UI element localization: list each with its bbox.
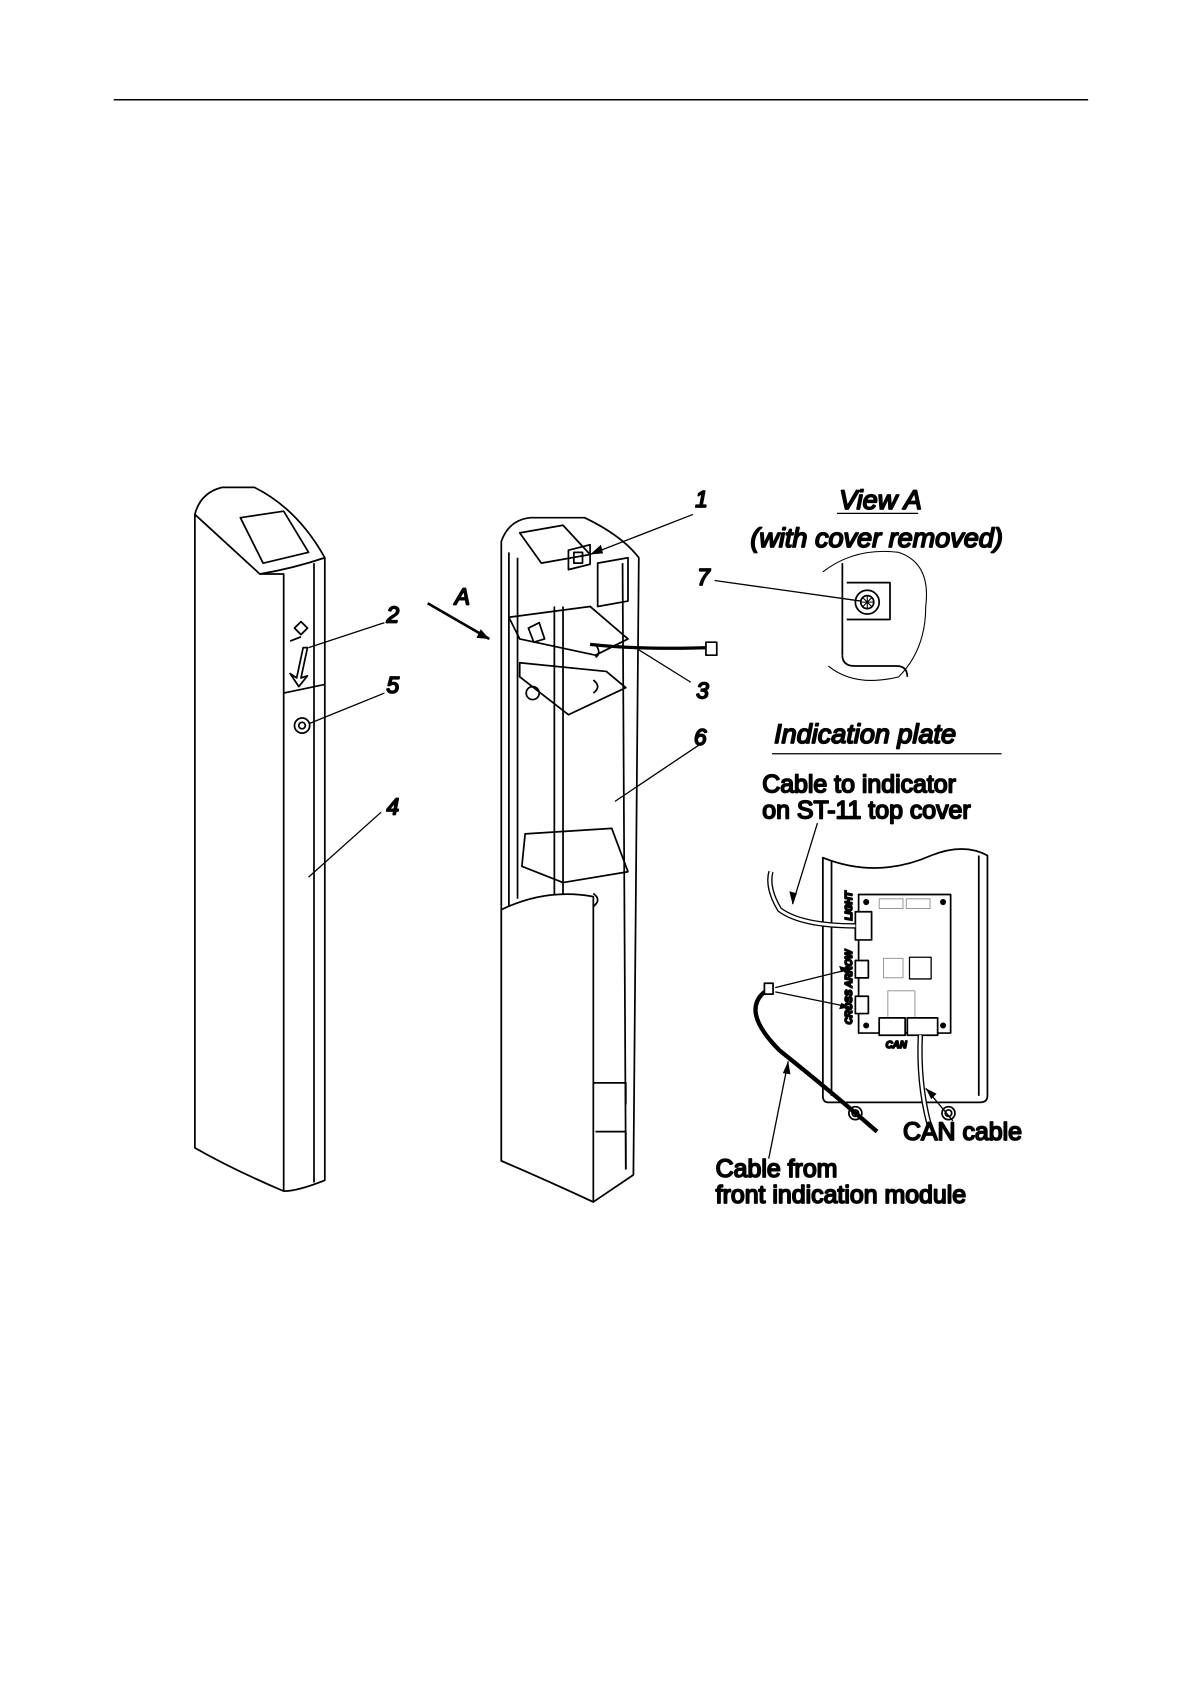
callout-3: 3 [696, 677, 709, 703]
pillar-opened [500, 516, 640, 1203]
callout-6: 6 [694, 724, 707, 750]
view-a-subtitle: (with cover removed) [750, 523, 1003, 553]
view-a-title: View A [839, 485, 922, 515]
view-arrow-label: A [453, 583, 470, 609]
pillar-closed [194, 486, 326, 1193]
cable-from-front-line1: Cable from [716, 1155, 838, 1183]
view-a-detail [822, 550, 928, 681]
pcb-board [857, 893, 952, 1034]
board-label-can: CAN [886, 1040, 908, 1051]
cable-from-front-line2: front indication module [716, 1181, 966, 1209]
callout-1: 1 [695, 486, 708, 512]
indication-plate-title: Indication plate [774, 719, 956, 749]
board-label-light: LIGHT [844, 890, 855, 920]
callout-4: 4 [387, 793, 400, 819]
cable-to-indicator-line1: Cable to indicator [762, 771, 956, 799]
callout-5: 5 [387, 672, 400, 698]
callout-7: 7 [697, 564, 711, 590]
cable-3-connector [705, 641, 718, 657]
board-label-arrow: ARROW [844, 949, 855, 989]
cable-3 [589, 642, 710, 650]
indication-plate-drawing [753, 848, 989, 1134]
can-cable-label: CAN cable [903, 1118, 1022, 1146]
cable-to-indicator-line2: on ST-11 top cover [762, 797, 970, 825]
board-label-cross: CROSS [844, 989, 855, 1024]
callout-2: 2 [386, 602, 400, 628]
